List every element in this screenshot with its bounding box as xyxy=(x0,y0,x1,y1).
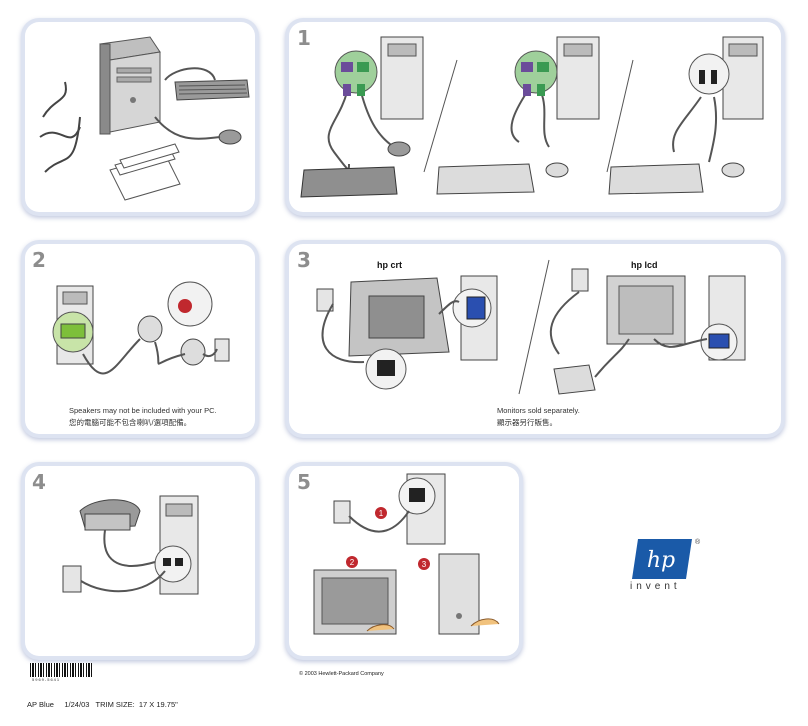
keyboard-b xyxy=(436,163,535,195)
speaker-caption: Speakers may not be included with your P… xyxy=(69,405,217,429)
barcode xyxy=(30,663,92,677)
step-number: 1 xyxy=(297,26,311,50)
step-badge-3-text: 3 xyxy=(422,560,427,569)
step-2-panel: 2 Speakers may not be included with your… xyxy=(25,244,255,434)
speaker-connection-illustration xyxy=(52,281,230,375)
divider xyxy=(606,59,634,173)
registered-mark: ® xyxy=(695,539,701,546)
hp-tagline: invent xyxy=(630,581,681,592)
documentation-illustration xyxy=(109,143,181,201)
step-badge-1-text: 1 xyxy=(379,509,384,518)
keyboard-mouse-connection-illustration xyxy=(300,36,764,198)
cable-bundle-2 xyxy=(44,116,81,173)
caption-chinese: 您的電腦可能不包含喇叭/選項配備。 xyxy=(69,418,192,427)
step-badge-2 xyxy=(346,556,358,568)
usb-port-zoom xyxy=(688,53,730,95)
ps2-port-zoom-b xyxy=(514,50,558,94)
speaker-left xyxy=(137,315,163,343)
phone-line-connection-illustration xyxy=(62,495,199,595)
step-badge-3 xyxy=(418,558,430,570)
ps2-port-zoom-a xyxy=(334,50,378,94)
tower-front xyxy=(438,553,480,635)
step-badge-2-text: 2 xyxy=(350,558,355,567)
divider xyxy=(518,259,550,395)
step-3-panel: 3 hp crt hp lcd Monitors sold separately… xyxy=(289,244,781,434)
crt-label: hp crt xyxy=(377,260,403,270)
barcode-number: 5969-5641 xyxy=(32,677,61,682)
intro-panel xyxy=(25,22,255,212)
tower-back-a xyxy=(380,36,424,120)
intro-illustration xyxy=(39,36,250,201)
step-4-panel: 4 xyxy=(25,466,255,656)
hp-logo: hp xyxy=(632,539,692,579)
pc-tower-illustration xyxy=(99,36,161,135)
power-adapter xyxy=(553,364,596,395)
caption-english: Monitors sold separately. xyxy=(497,406,580,415)
hand-pointer-icon xyxy=(470,618,500,627)
keyboard-illustration xyxy=(174,79,250,101)
hp-logo-mark: hp xyxy=(632,539,692,579)
step-badge-1 xyxy=(375,507,387,519)
step-5-panel: 5 1 2 3 xyxy=(289,466,519,656)
power-outlet xyxy=(333,500,351,524)
mouse-c xyxy=(721,162,745,178)
keyboard-a xyxy=(300,166,398,198)
divider xyxy=(423,59,458,173)
lcd-label: hp lcd xyxy=(631,260,658,270)
step-number: 4 xyxy=(32,470,46,494)
svg-text:hp: hp xyxy=(647,548,675,573)
step-number: 3 xyxy=(297,248,311,272)
mouse-illustration xyxy=(218,129,242,145)
power-on-illustration: 1 2 3 xyxy=(313,473,500,635)
power-outlet-lcd xyxy=(571,268,589,292)
copyright: © 2003 Hewlett-Packard Company xyxy=(299,671,384,677)
wall-jack xyxy=(62,565,82,593)
step-number: 5 xyxy=(297,470,311,494)
keyboard-c xyxy=(608,163,704,195)
hand-pointer-icon xyxy=(366,624,395,632)
power-outlet-crt xyxy=(316,288,334,312)
power-outlet xyxy=(214,338,230,362)
caption-chinese: 顯示器另行販售。 xyxy=(497,418,557,427)
cable-bundle-1 xyxy=(42,81,67,118)
mouse-a xyxy=(387,141,411,157)
monitor-caption: Monitors sold separately. 顯示器另行販售。 xyxy=(497,405,580,429)
step-1-panel: 1 xyxy=(289,22,781,212)
tower-back-b xyxy=(556,36,600,120)
speaker-right xyxy=(180,338,206,366)
monitor-connection-illustration xyxy=(316,259,746,395)
mouse-b xyxy=(545,162,569,178)
caption-english: Speakers may not be included with your P… xyxy=(69,406,217,415)
print-info: AP Blue 1/24/03 TRIM SIZE: 17 X 19.75" xyxy=(27,700,178,709)
tower-back-c xyxy=(722,36,764,120)
step-number: 2 xyxy=(32,248,46,272)
